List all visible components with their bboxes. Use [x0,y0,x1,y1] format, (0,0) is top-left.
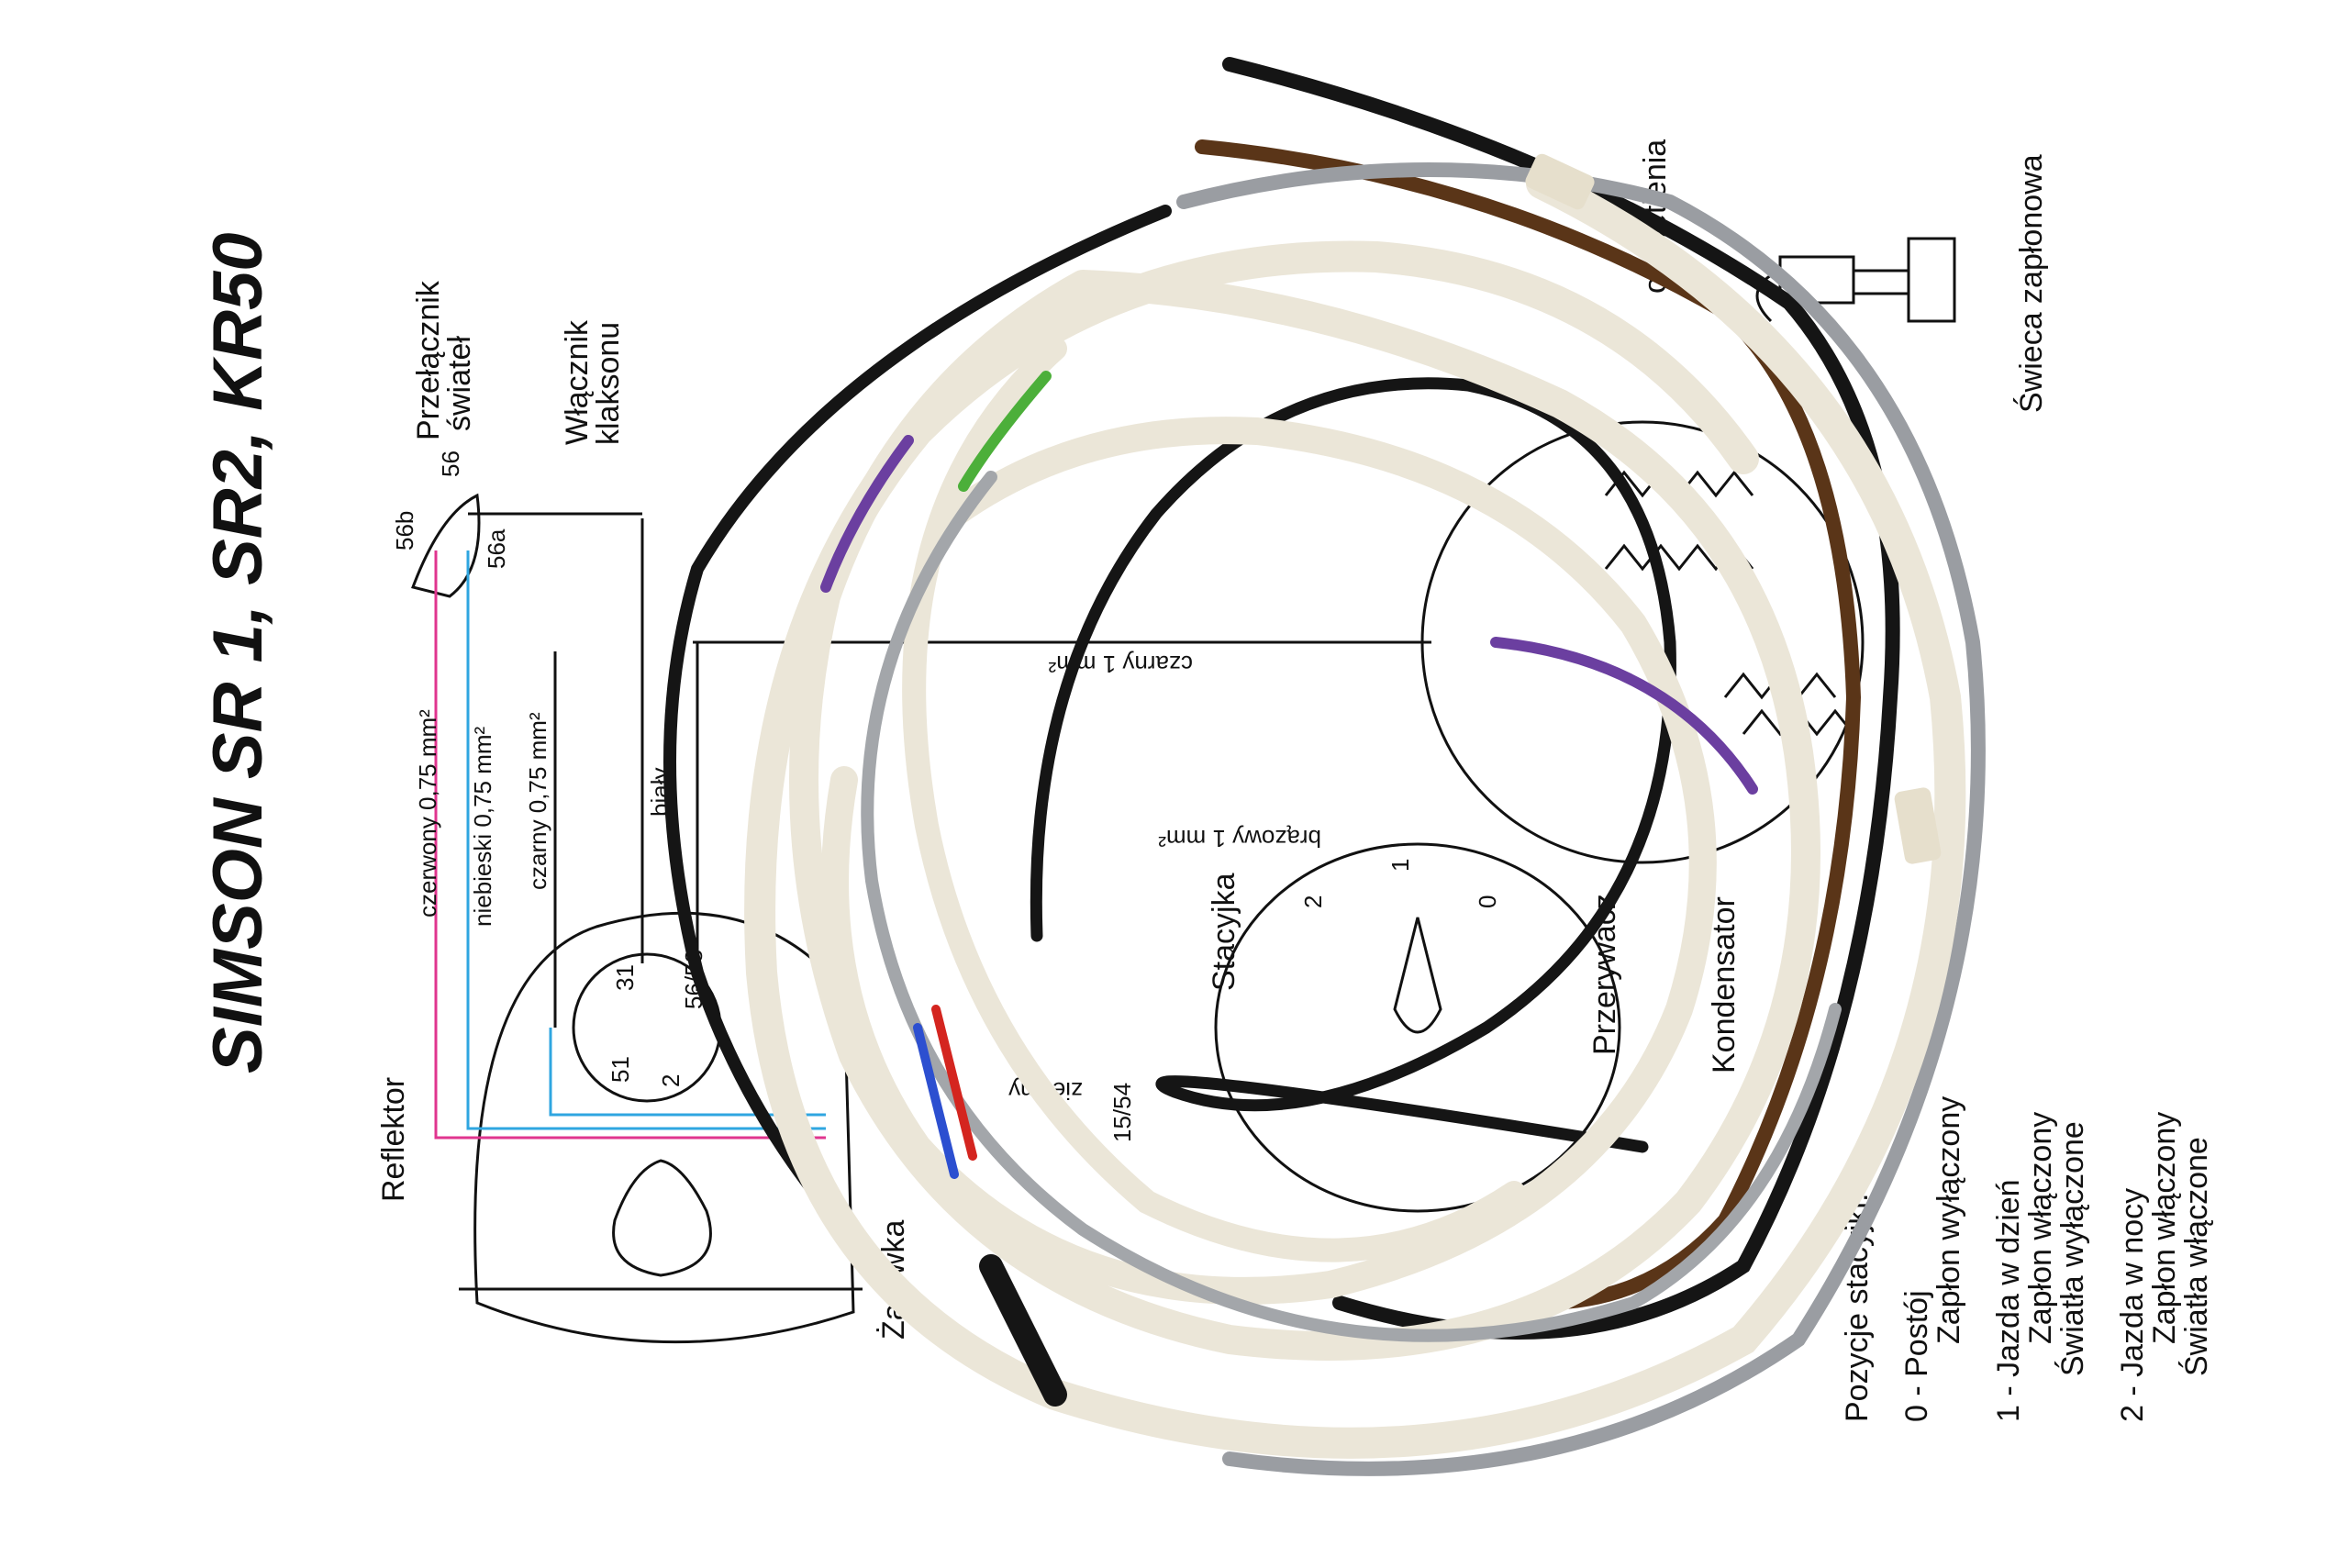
label-klaksonu: klaksonu [591,322,626,445]
terminal-56: 56 [437,450,464,477]
label-stacyjka: Stacyjka [1207,873,1241,991]
sheath-loop-mid [789,270,1820,1361]
position-0-b: Zapłon wyłączony [1932,1096,1966,1344]
blue-wire [913,1023,959,1179]
red-wire [931,1005,977,1161]
black-wire [1222,57,1900,1340]
purple-wire-left [820,435,914,593]
label-swiatel: świateł [442,336,477,431]
label-reflektor: Reflektor [376,1077,411,1202]
terminal-31: 31 [611,964,639,991]
cyan-schematic-wire [466,550,826,1130]
diagram-title: SIMSON SR 1, SR2, KR50 [199,233,277,1074]
terminal-2: 2 [657,1074,685,1087]
green-wire [958,371,1052,492]
black-connector [979,1254,1067,1407]
position-1-a: 1 - Jazda w dzień [1991,1179,2026,1422]
sheath-loop-outer [744,168,1966,1459]
purple-wire [1490,637,1758,795]
label-swieca: Świeca zapłonowa [2013,154,2049,413]
pink-schematic-wire [434,550,826,1140]
label-wlacznik: Włącznik [560,319,595,445]
wire-label-czarny: czarny 0,75 mm² [524,712,551,890]
terminal-56a: 56a [483,528,510,569]
terminal-51: 51 [607,1056,634,1083]
position-0-a: 0 - Postój [1899,1290,1934,1422]
sheath-end-cap [1525,153,1595,210]
key-position-1: 1 [1386,859,1414,872]
cable-harness [663,57,1986,1476]
sheath-end-cap-2 [1894,787,1942,864]
wire-label-brazowy1: brązowy 1 mm² [1158,825,1321,852]
sheath-loop-small [902,337,1526,1262]
wire-label-niebieski: niebieski 0,75 mm² [469,726,496,927]
terminal-1554: 15/54 [1108,1083,1136,1142]
sheath-loop-inner [821,417,1717,1305]
position-2-a: 2 - Jazda w nocy [2115,1188,2150,1422]
position-2-b: Zapłon włączony [2147,1112,2182,1344]
label-przelacznik: Przełącznik [411,280,446,440]
key-position-2: 2 [1299,895,1327,908]
key-position-0: 0 [1474,895,1501,908]
label-kondensator: Kondensator [1707,896,1742,1073]
wire-label-czerwony: czerwony 0,75 mm² [414,709,441,917]
position-1-c: Światła wyłączone [2054,1121,2090,1376]
gray-wire-inner [861,471,1842,1342]
position-1-b: Zapłon włączony [2023,1112,2058,1344]
position-2-c: Światła włączone [2178,1137,2214,1376]
terminal-56b: 56b [391,511,418,550]
cyan-schematic-wire-2 [549,1028,826,1117]
